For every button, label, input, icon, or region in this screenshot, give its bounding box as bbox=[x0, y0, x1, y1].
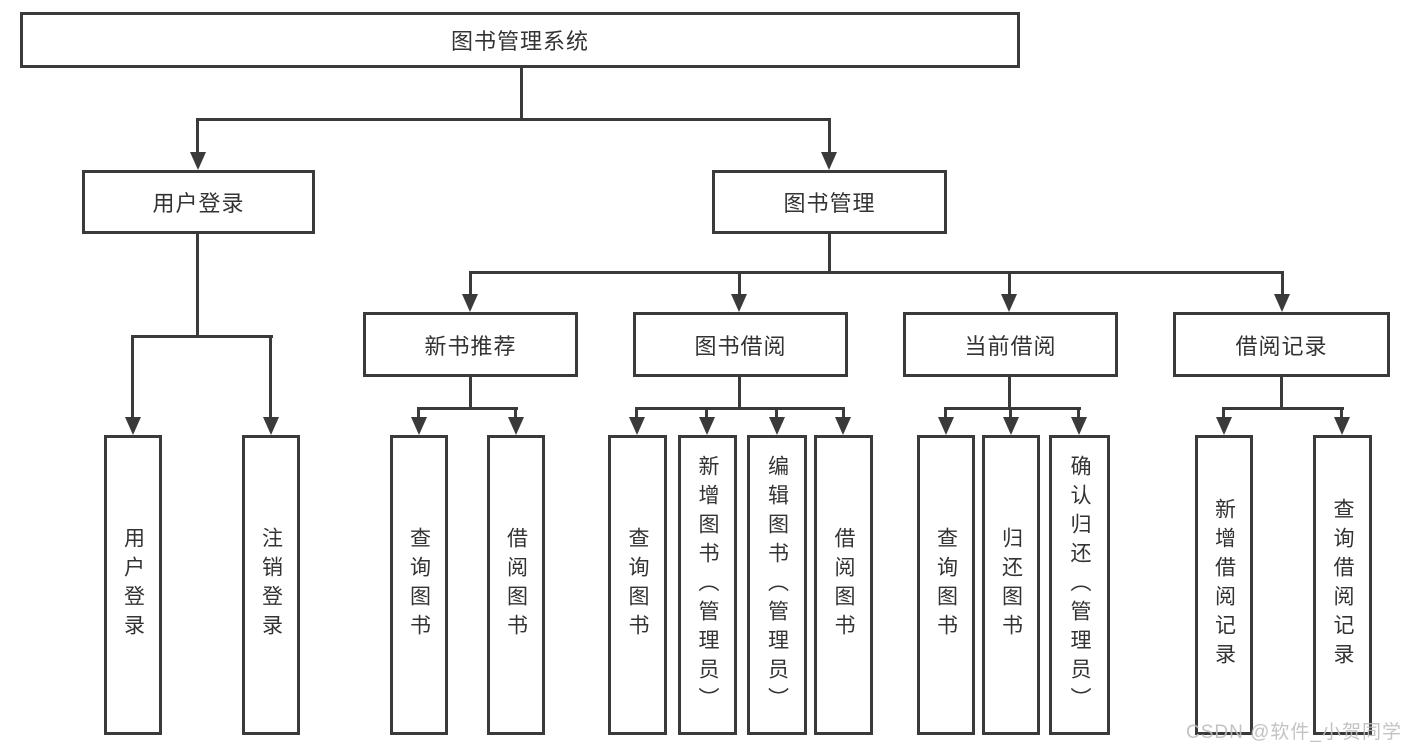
node-root-system: 图书管理系统 bbox=[20, 12, 1020, 68]
connector-line bbox=[417, 407, 518, 410]
connector-line bbox=[269, 335, 272, 420]
connector-line bbox=[842, 407, 845, 421]
node-leaf-logout: 注销登录 bbox=[242, 435, 300, 735]
connector-line bbox=[469, 271, 1284, 274]
connector-line bbox=[1077, 407, 1080, 421]
node-book-management: 图书管理 bbox=[712, 170, 947, 234]
node-leaf-query-books-2: 查询图书 bbox=[608, 435, 667, 735]
leaf-label: 新增图书（管理员） bbox=[696, 454, 719, 716]
connector-line bbox=[1009, 407, 1012, 421]
node-leaf-return-book: 归还图书 bbox=[982, 435, 1040, 735]
arrowhead-down-icon bbox=[938, 417, 954, 435]
arrowhead-down-icon bbox=[1071, 417, 1087, 435]
arrowhead-down-icon bbox=[508, 417, 524, 435]
connector-line bbox=[705, 407, 708, 421]
node-borrow-records: 借阅记录 bbox=[1173, 312, 1390, 377]
leaf-label: 查询图书 bbox=[407, 527, 431, 643]
node-leaf-confirm-return-admin: 确认归还（管理员） bbox=[1049, 435, 1110, 735]
node-current-borrow: 当前借阅 bbox=[903, 312, 1118, 377]
node-leaf-query-books-1: 查询图书 bbox=[390, 435, 448, 735]
connector-line bbox=[469, 271, 472, 298]
connector-line bbox=[196, 118, 831, 121]
node-leaf-add-book-admin: 新增图书（管理员） bbox=[678, 435, 737, 735]
node-user-login: 用户登录 bbox=[82, 170, 315, 234]
arrowhead-down-icon bbox=[699, 417, 715, 435]
connector-line bbox=[1280, 377, 1283, 410]
arrowhead-down-icon bbox=[462, 294, 478, 312]
connector-line bbox=[635, 407, 845, 410]
node-book-borrow: 图书借阅 bbox=[633, 312, 848, 377]
arrowhead-down-icon bbox=[835, 417, 851, 435]
leaf-label: 借阅图书 bbox=[504, 527, 528, 643]
connector-line bbox=[1008, 377, 1011, 410]
connector-line bbox=[196, 234, 199, 338]
arrowhead-down-icon bbox=[1216, 417, 1232, 435]
arrowhead-down-icon bbox=[1003, 417, 1019, 435]
leaf-label: 新增借阅记录 bbox=[1212, 498, 1236, 672]
arrowhead-down-icon bbox=[263, 417, 279, 435]
connector-line bbox=[944, 407, 947, 421]
leaf-label: 查询图书 bbox=[626, 527, 649, 643]
connector-line bbox=[944, 407, 1081, 410]
node-leaf-user-login: 用户登录 bbox=[104, 435, 162, 735]
node-leaf-edit-book-admin: 编辑图书（管理员） bbox=[747, 435, 807, 735]
arrowhead-down-icon bbox=[821, 152, 837, 170]
node-leaf-query-borrow-record: 查询借阅记录 bbox=[1313, 435, 1372, 735]
arrowhead-down-icon bbox=[1274, 294, 1290, 312]
connector-line bbox=[828, 234, 831, 274]
arrowhead-down-icon bbox=[731, 294, 747, 312]
arrowhead-down-icon bbox=[190, 152, 206, 170]
arrowhead-down-icon bbox=[1001, 294, 1017, 312]
watermark: CSDN @软件_小贺同学 bbox=[1186, 722, 1402, 743]
leaf-label: 归还图书 bbox=[999, 527, 1023, 643]
connector-line bbox=[1340, 407, 1343, 421]
arrowhead-down-icon bbox=[629, 417, 645, 435]
connector-line bbox=[1281, 271, 1284, 298]
connector-line bbox=[1222, 407, 1225, 421]
leaf-label: 编辑图书（管理员） bbox=[765, 454, 789, 716]
leaf-label: 确认归还（管理员） bbox=[1068, 454, 1091, 716]
leaf-label: 借阅图书 bbox=[832, 527, 855, 643]
leaf-label: 查询图书 bbox=[934, 527, 958, 643]
connector-line bbox=[196, 118, 199, 156]
node-new-book-recommend: 新书推荐 bbox=[363, 312, 578, 377]
node-leaf-borrow-books-2: 借阅图书 bbox=[814, 435, 873, 735]
connector-line bbox=[775, 407, 778, 421]
connector-line bbox=[131, 335, 273, 338]
leaf-label: 用户登录 bbox=[121, 527, 145, 643]
connector-line bbox=[520, 68, 523, 121]
connector-line bbox=[828, 118, 831, 156]
node-leaf-add-borrow-record: 新增借阅记录 bbox=[1195, 435, 1253, 735]
connector-line bbox=[131, 335, 134, 420]
arrowhead-down-icon bbox=[125, 417, 141, 435]
connector-line bbox=[1222, 407, 1344, 410]
arrowhead-down-icon bbox=[1334, 417, 1350, 435]
connector-line bbox=[469, 377, 472, 410]
connector-line bbox=[1008, 271, 1011, 298]
connector-line bbox=[635, 407, 638, 421]
node-leaf-borrow-books-1: 借阅图书 bbox=[487, 435, 545, 735]
connector-line bbox=[738, 377, 741, 410]
leaf-label: 注销登录 bbox=[259, 527, 283, 643]
arrowhead-down-icon bbox=[411, 417, 427, 435]
arrowhead-down-icon bbox=[769, 417, 785, 435]
connector-line bbox=[738, 271, 741, 298]
connector-line bbox=[417, 407, 420, 421]
node-leaf-query-books-3: 查询图书 bbox=[917, 435, 975, 735]
connector-line bbox=[514, 407, 517, 421]
leaf-label: 查询借阅记录 bbox=[1331, 498, 1354, 672]
